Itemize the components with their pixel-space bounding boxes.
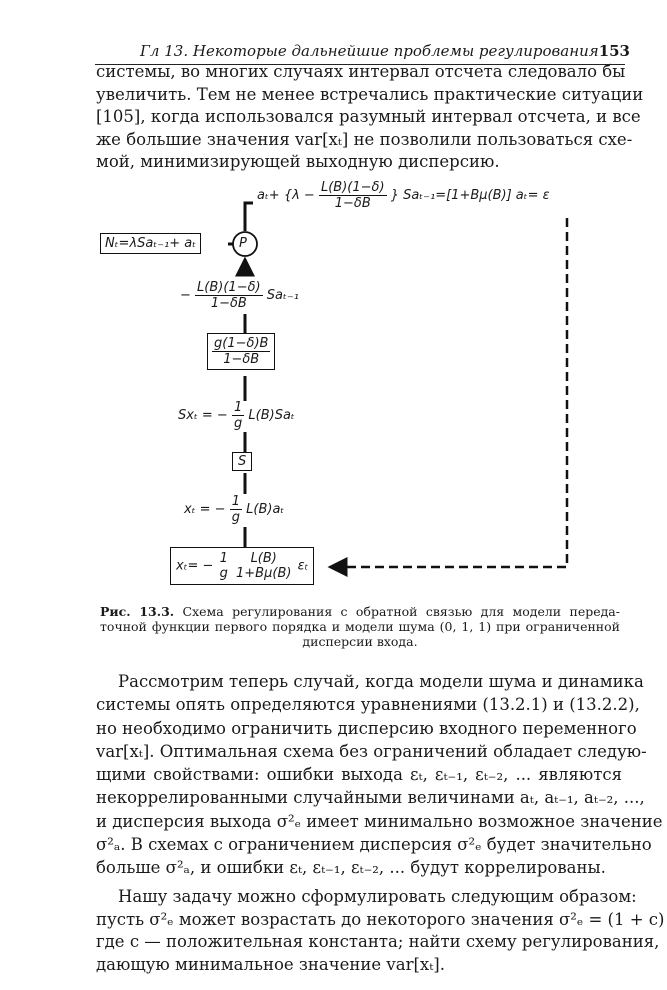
caption-line: точной функции первого порядка и модели … [100,619,620,634]
numerator: 1 [219,551,228,566]
denominator: g [233,416,243,431]
eq-part: Saₜ₋₁ [266,288,299,303]
text-line: системы опять определяются уравнениями (… [96,695,640,715]
text-line: σ²ₐ. В схемах с ограничением дисперсия σ… [96,835,652,855]
fraction: L(B)1+Bμ(B) [234,551,293,581]
numerator: 1 [231,400,245,416]
text-line: но необходимо ограничить дисперсию входн… [96,718,637,738]
caption-text: Схема регулирования с обратной связью дл… [182,604,620,619]
eq-part: xₜ= − [176,558,214,574]
text-line: некоррелированными случайными величинами… [96,788,645,808]
summing-node-label: P [239,236,247,251]
eq-part: εₜ [297,558,309,574]
eq-part: Sxₜ = − [178,408,228,423]
caption-line: Рис. 13.3. Схема регулирования с обратно… [100,604,620,619]
eq-part: } Saₜ₋₁=[1+Bμ(B)] aₜ= ε [390,188,550,203]
text-line: щими свойствами: ошибки выхода εₜ, εₜ₋₁,… [96,765,622,785]
paragraph-1: системы, во многих случаях интервал отсч… [96,61,644,174]
eq-part: xₜ = − [184,502,226,517]
numerator: L(B)(1−δ) [195,280,263,296]
denominator: 1+Bμ(B) [236,566,292,581]
text-line: var[xₜ]. Оптимальная схема без ограничен… [96,741,647,761]
text-line: и дисперсия выхода σ²ₑ имеет минимально … [96,811,663,831]
paragraph-3: Нашу задачу можно сформулировать следующ… [96,886,667,976]
fraction: L(B)(1−δ)1−δB [318,180,387,211]
header-rule [95,64,625,65]
caption-line: дисперсии входа. [302,634,418,649]
text-line: больше σ²ₐ, и ошибки εₜ, εₜ₋₁, εₜ₋₂, ...… [96,858,606,878]
s-box: S [232,452,253,471]
numerator: L(B)(1−δ) [318,180,387,196]
paragraph-2: Рассмотрим теперь случай, когда модели ш… [96,671,663,881]
caption-label: Рис. 13.3. [100,604,175,619]
text-line: где c — положительная константа; найти с… [96,932,660,952]
eq-part: L(B)aₜ [246,502,285,517]
text-line: Рассмотрим теперь случай, когда модели ш… [118,672,644,691]
page-number: 153 [598,42,630,60]
running-header: Гл 13. Некоторые дальнейшие проблемы рег… [120,40,630,62]
chapter-title: Гл 13. Некоторые дальнейшие проблемы рег… [140,42,599,60]
text-line: мой, минимизирующей выходную дисперсию. [96,152,500,172]
feedback-expression: − L(B)(1−δ)1−δB Saₜ₋₁ [180,280,299,311]
text-line: [105], когда использовался разумный инте… [96,107,641,127]
numerator: 1 [229,494,242,510]
text-line: же большие значения var[xₜ] не позволили… [96,129,633,149]
eq-part: − [180,288,191,303]
numerator: g(1−δ)B [212,336,271,352]
text-line: пусть σ²ₑ может возрастать до некоторого… [96,909,667,929]
eq-part: aₜ+ {λ − [257,188,315,203]
dashed-feedback-path [327,218,569,577]
denominator: 1−δB [334,196,371,211]
denominator: 1−δB [223,352,260,367]
denominator: g [219,566,228,581]
top-connector [243,201,253,231]
noise-model-box: Nₜ=λSaₜ₋₁+ aₜ [100,233,202,254]
fraction: L(B)(1−δ)1−δB [195,280,263,311]
text-line: дающую минимальное значение var[xₜ]. [96,954,445,974]
figure-caption: Рис. 13.3. Схема регулирования с обратно… [100,604,620,649]
denominator: g [231,510,240,525]
top-equation: aₜ+ {λ − L(B)(1−δ)1−δB } Saₜ₋₁=[1+Bμ(B)]… [257,180,550,211]
summing-node [232,231,258,257]
denominator: 1−δB [210,296,247,311]
text-line: Нашу задачу можно сформулировать следующ… [118,887,637,906]
eq-part: L(B)Saₜ [248,408,295,423]
numerator: L(B) [250,551,277,566]
text-line: увеличить. Тем не менее встречались прак… [96,84,644,104]
text-line: системы, во многих случаях интервал отсч… [96,62,626,81]
